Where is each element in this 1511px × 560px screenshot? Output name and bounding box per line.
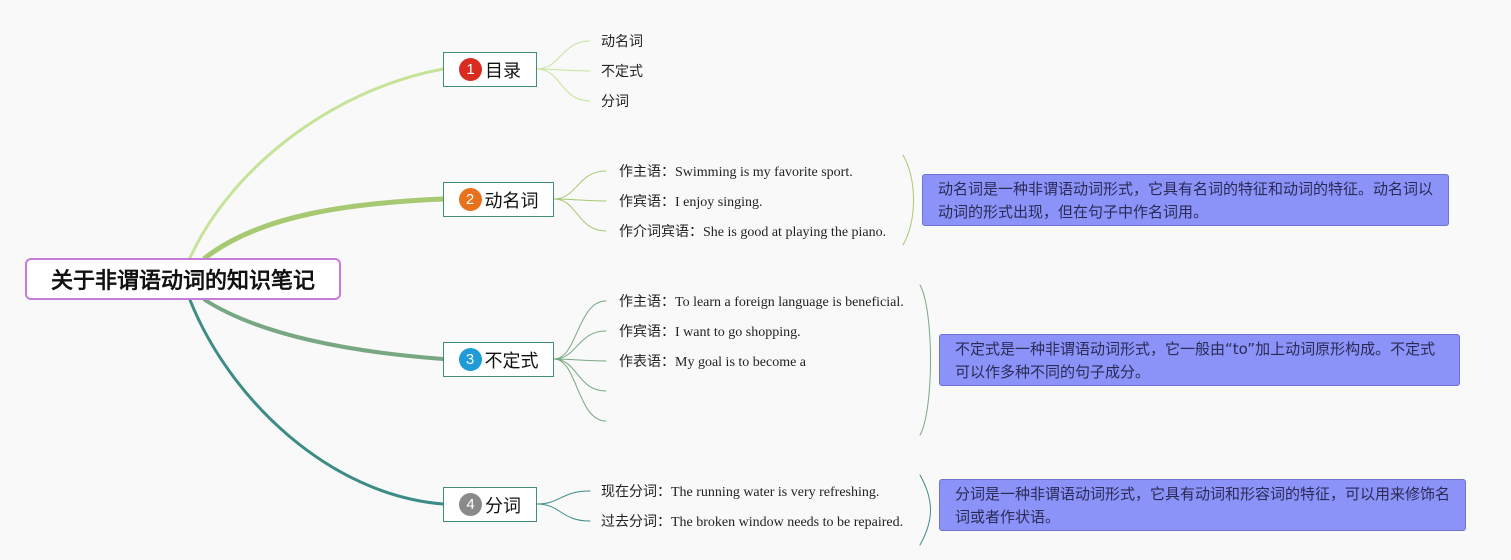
leaf-item[interactable]: 现在分词：The running water is very refreshin…	[601, 483, 879, 502]
leaf-example: I enjoy singing.	[675, 195, 763, 210]
leaf-item[interactable]: 作介词宾语：She is good at playing the piano.	[619, 223, 886, 242]
leaf-example: She is good at playing the piano.	[703, 225, 887, 240]
branch-connector	[188, 298, 445, 506]
leaf-connectors	[536, 40, 607, 522]
trunk-connectors	[188, 67, 446, 506]
leaf-connector	[553, 198, 607, 202]
summary-note-participle[interactable]: 分词是一种非谓语动词形式，它具有动词和形容词的特征，可以用来修饰名词或者作状语。	[939, 479, 1466, 531]
root-topic[interactable]: 关于非谓语动词的知识笔记	[25, 258, 341, 300]
branch-label: 不定式	[484, 350, 539, 372]
leaf-label: 作主语：	[619, 294, 675, 310]
branch-label: 分词	[485, 495, 521, 517]
leaf-item[interactable]: 作主语：To learn a foreign language is benef…	[619, 293, 904, 312]
leaf-example: I want to go shopping.	[675, 325, 801, 340]
leaf-connector	[553, 170, 607, 200]
summary-braces	[902, 154, 931, 546]
leaf-connector	[553, 300, 607, 360]
leaf-example: To learn a foreign language is beneficia…	[675, 295, 904, 310]
summary-brace	[919, 474, 931, 546]
summary-note-gerund[interactable]: 动名词是一种非谓语动词形式，它具有名词的特征和动词的特征。动名词以动词的形式出现…	[922, 174, 1449, 226]
leaf-label: 作表语：	[619, 354, 675, 370]
leaf-label: 不定式	[601, 64, 643, 80]
leaf-connector	[553, 330, 607, 360]
branch-connector	[188, 67, 445, 260]
branch-topic-4[interactable]: 4 分词	[443, 487, 537, 522]
leaf-item[interactable]: 作宾语：I want to go shopping.	[619, 323, 801, 342]
number-4-icon: 4	[459, 493, 482, 516]
leaf-label: 动名词	[601, 34, 643, 50]
leaf-label: 作宾语：	[619, 194, 675, 210]
leaf-item[interactable]: 分词	[601, 93, 629, 111]
leaf-connector	[553, 358, 607, 392]
leaf-example: The running water is very refreshing.	[671, 485, 880, 500]
leaf-connector	[536, 490, 591, 505]
leaf-item[interactable]: 过去分词：The broken window needs to be repai…	[601, 513, 903, 532]
leaf-label: 作主语：	[619, 164, 675, 180]
branch-topic-1[interactable]: 1 目录	[443, 52, 537, 87]
leaf-label: 作宾语：	[619, 324, 675, 340]
branch-label: 动名词	[484, 190, 539, 212]
leaf-connector	[553, 358, 607, 362]
leaf-example: The broken window needs to be repaired.	[671, 515, 904, 530]
leaf-label: 分词	[601, 94, 629, 110]
number-1-icon: 1	[459, 58, 482, 81]
number-2-icon: 2	[458, 188, 482, 211]
leaf-connector	[553, 358, 607, 422]
leaf-item[interactable]: 动名词	[601, 33, 643, 51]
branch-connector	[203, 298, 445, 361]
branch-topic-2[interactable]: 2 动名词	[443, 182, 554, 217]
leaf-connector	[536, 503, 591, 522]
summary-note-infinitive[interactable]: 不定式是一种非谓语动词形式，它一般由“to”加上动词原形构成。不定式可以作多种不…	[939, 334, 1460, 386]
leaf-item[interactable]: 作主语：Swimming is my favorite sport.	[619, 163, 853, 182]
summary-brace	[902, 154, 914, 246]
leaf-example: Swimming is my favorite sport.	[675, 165, 853, 180]
branch-connector	[202, 196, 446, 261]
leaf-item[interactable]: 作宾语：I enjoy singing.	[619, 193, 763, 212]
leaf-label: 作介词宾语：	[619, 224, 703, 240]
leaf-item[interactable]: 作表语：My goal is to become a	[619, 353, 806, 372]
leaf-item[interactable]: 不定式	[601, 63, 643, 81]
leaf-example: My goal is to become a	[675, 355, 807, 370]
leaf-label: 现在分词：	[601, 484, 671, 500]
summary-brace	[919, 284, 931, 436]
leaf-connector	[536, 68, 591, 72]
number-3-icon: 3	[458, 348, 482, 371]
leaf-connector	[536, 68, 591, 102]
leaf-connector	[553, 198, 607, 232]
leaf-connector	[536, 40, 591, 70]
branch-label: 目录	[485, 60, 521, 82]
branch-topic-3[interactable]: 3 不定式	[443, 342, 554, 377]
leaf-label: 过去分词：	[601, 514, 671, 530]
